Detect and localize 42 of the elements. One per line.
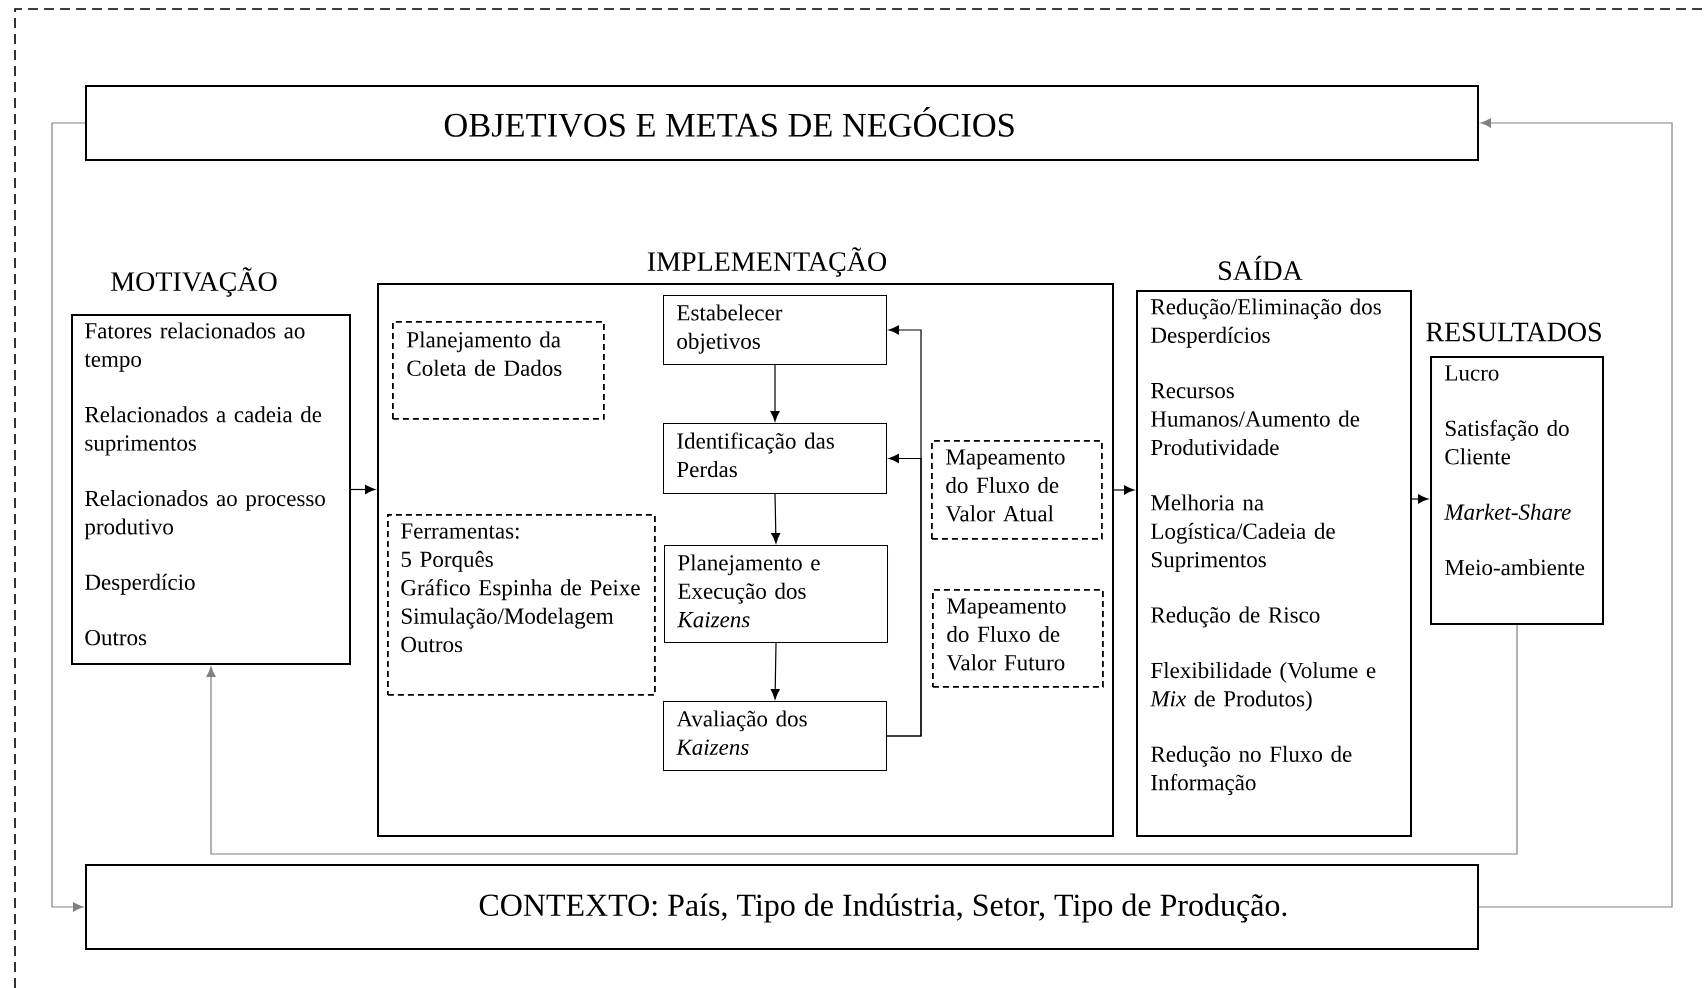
node-label: Redução de Risco	[1151, 606, 1320, 628]
arrow	[886, 454, 922, 737]
section-heading: MOTIVAÇÃO	[111, 267, 277, 297]
node-label: Redução/Eliminação dos Desperdícios	[1151, 298, 1381, 348]
node-label: Lucro	[1445, 365, 1499, 381]
process-box: Avaliação dos Kaizens	[663, 701, 887, 771]
node-label: Market-Share	[1444, 503, 1571, 520]
dashed-box: Planejamento da Coleta de Dados	[392, 321, 605, 420]
arrow	[771, 493, 781, 544]
arrow	[1411, 494, 1429, 504]
process-box: Planejamento e Execução dos Kaizens	[664, 545, 888, 643]
section-heading: SAÍDA	[1219, 255, 1303, 281]
node-label: Recursos Humanos/Aumento de Produtividade	[1151, 383, 1360, 456]
arrow	[1113, 485, 1135, 495]
arrow	[206, 624, 1518, 855]
node-label: Desperdício	[85, 573, 195, 595]
node-label: Melhoria na Logística/Cadeia de Suprimentos	[1151, 494, 1335, 573]
section-heading: RESULTADOS	[1426, 322, 1601, 342]
dashed-box: Ferramentas: 5 Porquês Gráfico Espinha de Peixe Simulação/Modelagem Outros	[387, 514, 656, 696]
node-label: Relacionados a cadeia de suprimentos	[85, 406, 322, 456]
node-label: Relacionados ao processo produtivo	[84, 489, 325, 540]
section-box: Redução/Eliminação dos Desperdícios Recursos Humanos/Aumento de Produtividade Melhoria na Logística/Cadeia de Suprimentos Redução de Risco Flexibilidade (Volume e Mix de Produtos) Redução no Fluxo de Informação	[1136, 290, 1412, 837]
banner-box: OBJETIVOS E METAS DE NEGÓCIOS	[85, 85, 1479, 161]
arrow	[770, 364, 780, 422]
section-box: Fatores relacionados ao tempo Relacionados a cadeia de suprimentos Relacionados ao processo produtivo Desperdício Outros	[71, 314, 351, 665]
node-label: Redução no Fluxo de Informação	[1151, 745, 1352, 796]
process-box: Estabelecer objetivos	[663, 295, 887, 365]
section-box: Lucro Satisfação do Cliente Market-Share Meio-ambiente	[1430, 356, 1604, 625]
node-label: Meio-ambiente	[1445, 559, 1585, 576]
banner-box: CONTEXTO: País, Tipo de Indústria, Setor, Tipo de Produção.	[85, 864, 1479, 950]
dashed-box: Mapeamento do Fluxo de Valor Atual	[931, 440, 1103, 540]
node-label: Flexibilidade (Volume e Mix de Produtos)	[1150, 661, 1376, 712]
node-label: Satisfação do Cliente	[1445, 419, 1569, 465]
arrow	[350, 485, 376, 494]
section-heading: IMPLEMENTAÇÃO	[647, 247, 887, 277]
dashed-box: Mapeamento do Fluxo de Valor Futuro	[932, 589, 1104, 688]
node-label: Fatores relacionados ao tempo	[84, 322, 305, 372]
node-label: Outros	[85, 629, 147, 646]
arrow	[51, 122, 86, 912]
arrow	[770, 642, 780, 700]
arrow	[1478, 118, 1673, 908]
process-box: Identificação das Perdas	[663, 423, 887, 494]
